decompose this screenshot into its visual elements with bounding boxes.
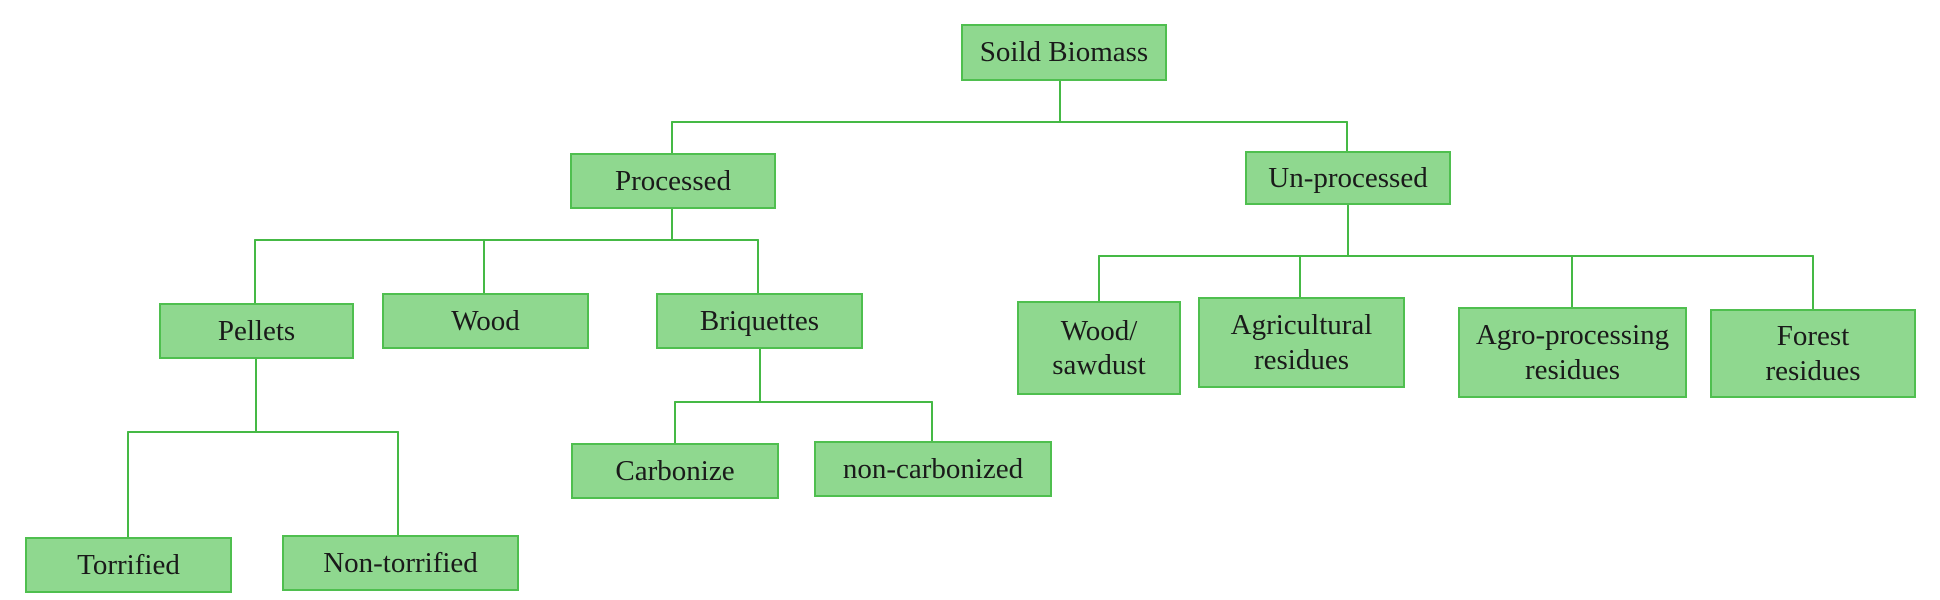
node-briquettes: Briquettes <box>656 293 863 349</box>
node-label-line-2: residues <box>1765 354 1861 387</box>
node-label-line-2: residues <box>1524 353 1620 386</box>
node-label: non-carbonized <box>842 452 1024 485</box>
node-non-torrified: Non-torrified <box>282 535 519 591</box>
node-label-line-2: sawdust <box>1052 349 1146 381</box>
node-label-line-1: Agricultural <box>1230 309 1373 342</box>
node-label-line-1: Wood/ <box>1060 314 1138 347</box>
node-label: Carbonize <box>615 454 735 487</box>
node-label: Torrified <box>77 548 180 581</box>
node-forest-residues: Forest residues <box>1710 309 1916 398</box>
node-pellets: Pellets <box>159 303 354 359</box>
node-label: Wood <box>451 304 520 337</box>
node-label-group: Forest residues <box>1765 319 1860 387</box>
node-carbonize: Carbonize <box>571 443 779 499</box>
node-label: Un-processed <box>1268 161 1428 194</box>
node-unprocessed: Un-processed <box>1245 151 1451 205</box>
node-label-group: Wood/ sawdust <box>1052 314 1145 382</box>
node-torrified: Torrified <box>25 537 232 593</box>
node-wood: Wood <box>382 293 589 349</box>
node-non-carbonized: non-carbonized <box>814 441 1052 497</box>
node-label-line-1: Agro-processing <box>1475 319 1670 352</box>
node-agricultural-residues: Agricultural residues <box>1198 297 1405 388</box>
node-label-line-2: residues <box>1253 343 1349 376</box>
node-wood-sawdust: Wood/ sawdust <box>1017 301 1181 395</box>
node-label-group: Agricultural residues <box>1231 308 1373 376</box>
node-label: Soild Biomass <box>979 36 1149 69</box>
node-label: Non-torrified <box>323 546 478 579</box>
node-label: Processed <box>615 164 731 197</box>
node-processed: Processed <box>570 153 776 209</box>
node-agro-processing-residues: Agro-processing residues <box>1458 307 1687 398</box>
node-label-line-1: Forest <box>1776 320 1850 353</box>
node-label: Pellets <box>217 314 296 347</box>
node-label: Briquettes <box>699 304 820 337</box>
node-solid-biomass: Soild Biomass <box>961 24 1167 81</box>
node-label-group: Agro-processing residues <box>1476 318 1669 386</box>
